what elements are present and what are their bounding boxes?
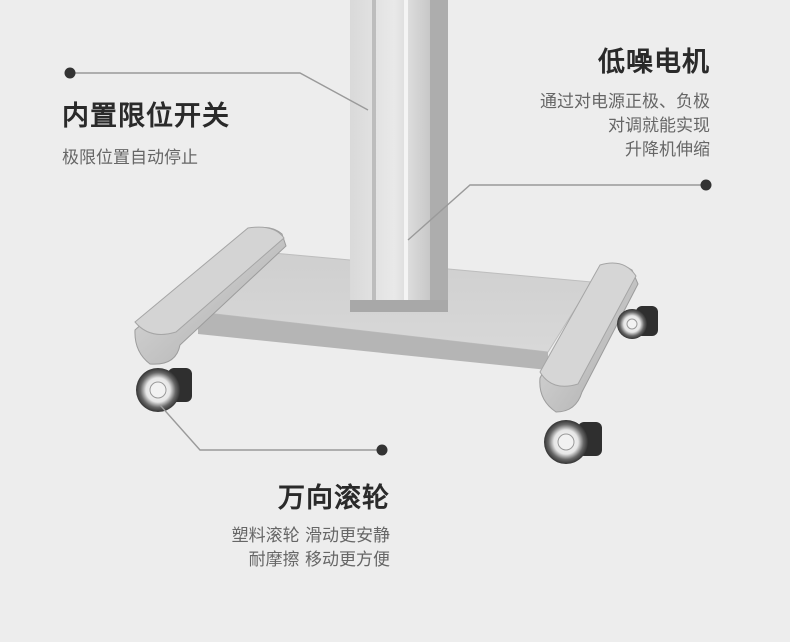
- limit-switch-desc: 极限位置自动停止: [62, 146, 198, 170]
- casters-title: 万向滚轮: [278, 483, 390, 514]
- motor-title: 低噪电机: [598, 47, 710, 78]
- motor-desc-line: 通过对电源正极、负极: [540, 92, 710, 112]
- leader-dot-motor: [700, 179, 712, 191]
- limit-switch-title: 内置限位开关: [62, 101, 230, 132]
- lift-column: [350, 0, 448, 312]
- leader-dot-limit-switch: [64, 67, 76, 79]
- motor-desc: 通过对电源正极、负极 对调就能实现 升降机伸缩: [540, 90, 710, 162]
- casters-desc-line: 塑料滚轮 滑动更安静: [231, 526, 390, 546]
- motor-desc-line: 升降机伸缩: [625, 140, 710, 160]
- caster-wheel-back-right: [617, 306, 658, 339]
- leader-line-motor: [407, 184, 706, 241]
- motor-desc-line: 对调就能实现: [608, 116, 710, 136]
- leader-dot-casters: [376, 444, 388, 456]
- casters-desc-line: 耐摩擦 移动更方便: [248, 550, 390, 570]
- caster-wheel-front-right: [544, 420, 602, 464]
- caster-wheel-front-left: [136, 368, 192, 412]
- leader-line-limit-switch: [70, 72, 369, 111]
- leader-line-casters: [159, 404, 382, 451]
- limit-switch-desc-line: 极限位置自动停止: [62, 148, 198, 168]
- casters-desc: 塑料滚轮 滑动更安静 耐摩擦 移动更方便: [232, 524, 390, 572]
- left-foot: [134, 226, 287, 365]
- right-foot: [539, 262, 639, 413]
